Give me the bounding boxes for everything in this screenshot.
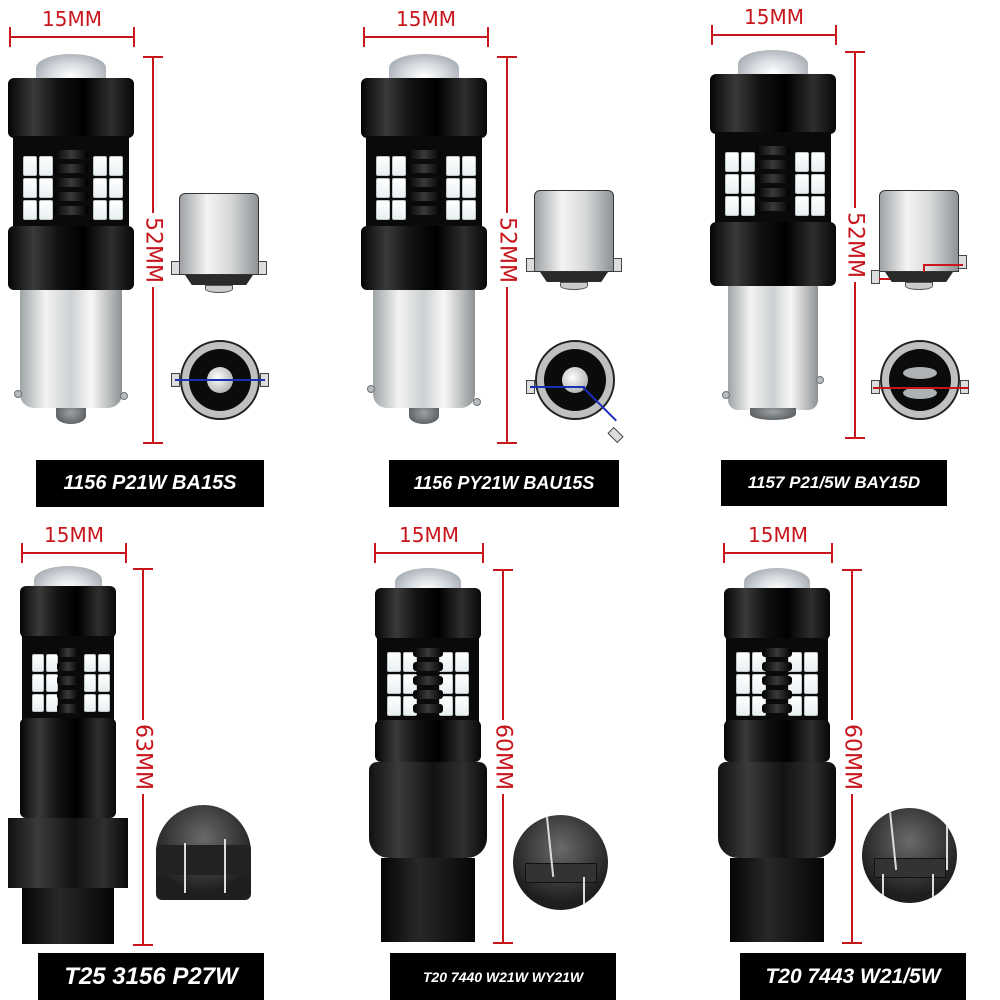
width-dimension: 15MM xyxy=(9,7,135,47)
led-array xyxy=(377,638,479,722)
width-dimension-label: 15MM xyxy=(748,523,808,547)
wedge-terminals xyxy=(730,858,824,942)
height-dimension-label: 52MM xyxy=(494,213,520,287)
width-dimension-label: 15MM xyxy=(744,5,804,29)
base-side-diagram xyxy=(871,190,967,290)
metal-base xyxy=(20,290,122,408)
product-t20-7443: 15MM 60MM T20 7443 W21/5W xyxy=(666,510,999,1000)
base-contact-tip xyxy=(56,408,86,424)
led-array xyxy=(366,136,482,228)
product-label: 1156 P21W BA15S xyxy=(36,460,264,507)
width-dimension-label: 15MM xyxy=(396,7,456,31)
base-end-diagram xyxy=(525,340,625,444)
heatsink-fins xyxy=(53,150,89,220)
led-bulb xyxy=(8,562,128,952)
product-t25-3156: 15MM 63MM T25 3156 P27W xyxy=(0,510,333,1000)
led-array xyxy=(13,136,129,228)
led-array xyxy=(715,132,831,224)
width-dimension: 15MM xyxy=(21,523,127,563)
wedge-base xyxy=(8,818,128,888)
product-1156-py21w: 15MM 52MM 1156 PY21W BAU15S xyxy=(333,0,666,507)
led-bulb xyxy=(710,46,836,446)
wedge-base xyxy=(718,762,836,858)
product-1156-p21w: 15MM 52MM 1156 P21W BA15S xyxy=(0,0,333,507)
product-t20-7440: 15MM 60MM T20 7440 W21W WY21W xyxy=(333,510,666,1000)
width-dimension-label: 15MM xyxy=(399,523,459,547)
bulb-housing-bottom xyxy=(8,226,134,290)
base-end-diagram xyxy=(870,340,970,440)
base-side-diagram xyxy=(526,190,622,290)
socket-photo xyxy=(862,808,957,903)
metal-base xyxy=(728,286,818,410)
bayonet-pin xyxy=(14,390,22,398)
led-bulb xyxy=(361,50,487,450)
height-dimension-label: 52MM xyxy=(842,208,868,282)
height-dimension: 60MM xyxy=(839,569,865,944)
width-dimension: 15MM xyxy=(711,5,837,45)
wedge-terminals xyxy=(381,858,475,942)
height-dimension-label: 60MM xyxy=(490,719,516,794)
width-dimension: 15MM xyxy=(363,7,489,47)
led-array xyxy=(726,638,828,722)
wedge-terminals xyxy=(22,888,114,944)
height-dimension: 60MM xyxy=(490,569,516,944)
height-dimension: 52MM xyxy=(140,56,166,444)
width-dimension-label: 15MM xyxy=(44,523,104,547)
height-dimension-label: 60MM xyxy=(839,719,865,794)
width-dimension: 15MM xyxy=(374,523,484,563)
base-end-diagram xyxy=(170,340,270,440)
height-dimension-label: 63MM xyxy=(130,720,156,794)
product-1157-p21-5w: 15MM 52MM xyxy=(666,0,999,506)
width-dimension: 15MM xyxy=(723,523,833,563)
led-bulb xyxy=(8,50,134,450)
product-label: T25 3156 P27W xyxy=(38,953,264,1000)
socket-photo xyxy=(156,805,251,900)
product-label: T20 7443 W21/5W xyxy=(740,953,966,1000)
bayonet-pin xyxy=(120,392,128,400)
height-dimension: 63MM xyxy=(130,568,156,946)
height-dimension-label: 52MM xyxy=(140,213,166,287)
socket-photo xyxy=(513,815,608,910)
product-label: 1157 P21/5W BAY15D xyxy=(721,460,947,506)
led-bulb xyxy=(369,564,487,948)
product-label: 1156 PY21W BAU15S xyxy=(389,460,619,507)
base-side-diagram xyxy=(171,193,267,293)
product-label: T20 7440 W21W WY21W xyxy=(390,953,616,1000)
wedge-base xyxy=(369,762,487,858)
projector-lens xyxy=(35,54,107,82)
bulb-housing-top xyxy=(8,78,134,138)
height-dimension: 52MM xyxy=(842,51,868,439)
led-bulb xyxy=(718,564,836,948)
width-dimension-label: 15MM xyxy=(42,7,102,31)
height-dimension: 52MM xyxy=(494,56,520,444)
metal-base xyxy=(373,290,475,408)
led-array xyxy=(22,636,114,720)
